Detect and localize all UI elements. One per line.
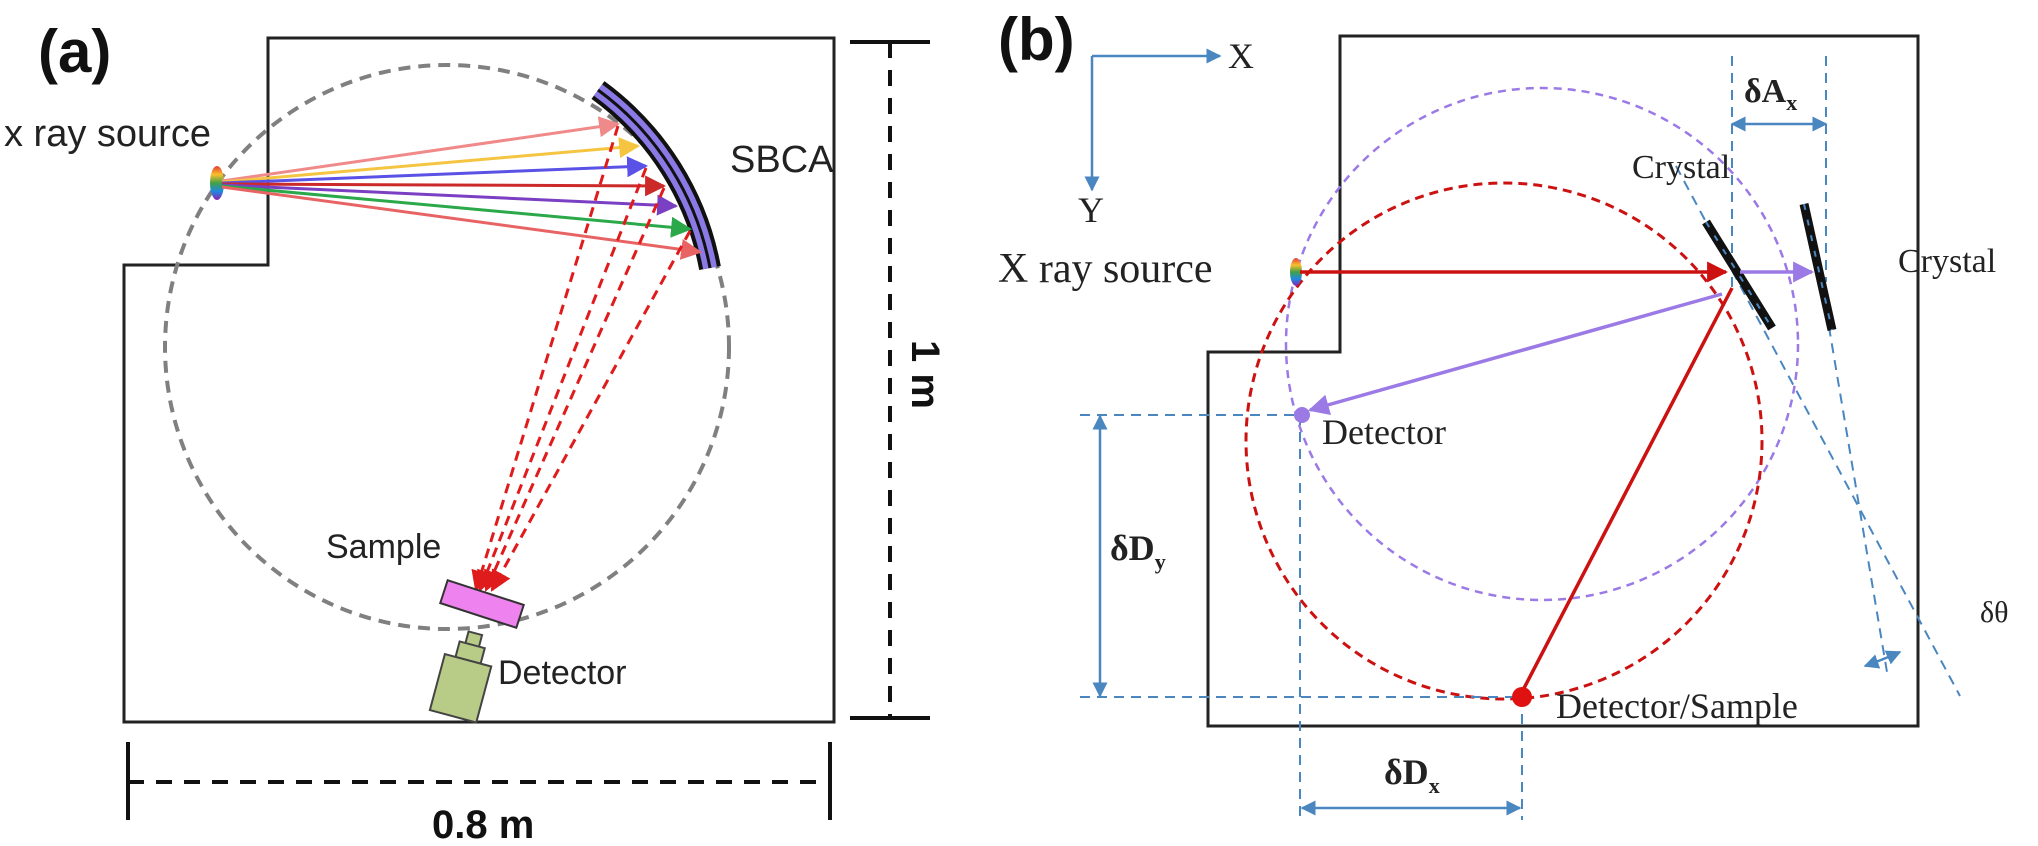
reflected-rays — [471, 125, 692, 593]
xray-source-b — [1290, 258, 1302, 286]
enclosure-a — [122, 36, 836, 724]
source-label-a: x ray source — [4, 113, 211, 155]
detector-sample-label: Detector/Sample — [1556, 686, 1798, 726]
detector-sample-point-red — [1512, 687, 1532, 707]
crystal-1 — [1702, 219, 1776, 331]
panel-b: (b) X Y — [998, 6, 2009, 820]
delta-theta-arc — [1863, 650, 1902, 669]
height-dimension — [850, 40, 930, 720]
beam-rays — [1300, 261, 1815, 693]
height-label: 1 m — [903, 340, 947, 409]
crystal-label-2: Crystal — [1898, 243, 1996, 280]
panel-a-label: (a) — [38, 18, 111, 85]
purple-rowland-circle — [1284, 86, 1800, 602]
sample-label-a: Sample — [326, 528, 441, 566]
source-label-b: X ray source — [998, 246, 1213, 292]
panel-a: (a) SBCA x ray source — [4, 18, 947, 846]
rowland-circle-a — [163, 63, 731, 631]
panel-b-label: (b) — [998, 6, 1075, 73]
width-dimension — [126, 742, 832, 820]
delta-dy-label: δDy — [1110, 528, 1166, 574]
detector-point-purple — [1294, 407, 1310, 423]
xy-axes — [1084, 48, 1222, 192]
axis-y-label: Y — [1078, 190, 1104, 230]
xray-source-a — [210, 166, 224, 200]
crystal-label-1: Crystal — [1632, 149, 1730, 186]
sbca-label: SBCA — [730, 139, 834, 181]
detector-label-b: Detector — [1322, 412, 1446, 452]
detector-label-a: Detector — [498, 654, 627, 692]
detector-a — [428, 630, 493, 724]
red-rowland-circle — [1244, 181, 1764, 701]
delta-theta-label: δθ — [1980, 596, 2009, 629]
incident-rays — [221, 116, 703, 260]
delta-dx-label: δDx — [1384, 752, 1440, 798]
width-label: 0.8 m — [432, 803, 534, 846]
sbca-analyzer — [591, 81, 721, 271]
sample-a — [438, 578, 526, 630]
crystal-2 — [1799, 203, 1837, 331]
axis-x-label: X — [1228, 36, 1254, 76]
enclosure-b — [1206, 34, 1920, 728]
delta-ax-label: δAx — [1744, 73, 1797, 115]
